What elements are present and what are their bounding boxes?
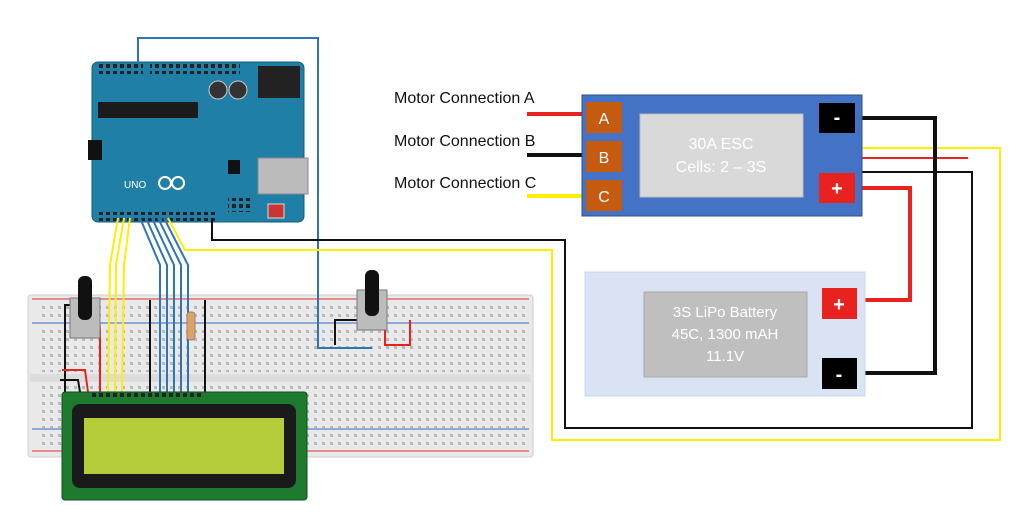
motor-connection-a-label: Motor Connection A <box>394 90 535 107</box>
battery-line-1: 3S LiPo Battery <box>673 304 778 321</box>
motor-connection-b-label: Motor Connection B <box>394 133 535 150</box>
esc-terminal-a <box>586 102 622 133</box>
motor-connection-c-label: Motor Connection C <box>394 175 536 192</box>
lcd-data-wire-2 <box>145 217 168 392</box>
lcd-data-wire-3 <box>151 217 175 392</box>
esc-subtitle: Cells: 2 – 3S <box>676 159 767 176</box>
esc-terminal-c <box>586 180 622 211</box>
esc-module: 30A ESC Cells: 2 – 3S A B C - + <box>581 94 863 217</box>
arduino-uno-label: UNO <box>124 180 146 191</box>
lcd-yellow-wire-1 <box>107 217 119 393</box>
esc-positive-symbol: + <box>831 178 843 200</box>
battery-line-2: 45C, 1300 mAH <box>672 326 779 343</box>
resistor <box>186 311 196 341</box>
battery-positive-terminal <box>822 288 857 319</box>
lcd-data-wire-5 <box>163 217 189 392</box>
esc-title: 30A ESC <box>689 136 754 153</box>
esc-signal-wire <box>167 147 1001 441</box>
esc-terminal-a-label: A <box>599 111 610 128</box>
battery-positive-symbol: + <box>833 294 845 316</box>
battery-line-3: 11.1V <box>706 348 744 365</box>
arduino-board: UNO <box>88 61 309 223</box>
esc-pos-to-battery-pos <box>855 186 912 302</box>
arduino-ground-wire <box>211 171 973 429</box>
esc-negative-terminal <box>819 103 855 133</box>
blue-wire-pot <box>137 37 372 349</box>
wires <box>60 37 1001 441</box>
esc-label-panel <box>639 113 804 198</box>
lcd-data-wire-4 <box>157 217 182 392</box>
potentiometer-right <box>356 270 388 331</box>
esc-neg-to-battery-neg <box>855 116 937 375</box>
lcd-yellow-wire-3 <box>121 217 131 393</box>
esc-terminal-c-label: C <box>598 189 610 206</box>
battery-module: 3S LiPo Battery 45C, 1300 mAH 11.1V + - <box>584 271 866 397</box>
lcd-screen <box>84 418 284 474</box>
lcd-module <box>61 391 308 501</box>
potentiometer-left <box>69 276 101 339</box>
esc-terminal-b-label: B <box>599 150 610 167</box>
battery-negative-terminal <box>822 358 857 389</box>
lcd-yellow-wire-2 <box>114 217 125 393</box>
esc-positive-terminal <box>819 173 855 203</box>
esc-terminal-b <box>586 141 622 172</box>
lcd-data-wire-1 <box>139 217 161 392</box>
battery-negative-symbol: - <box>836 364 843 386</box>
battery-label-panel <box>643 291 808 378</box>
esc-negative-symbol: - <box>834 107 841 129</box>
